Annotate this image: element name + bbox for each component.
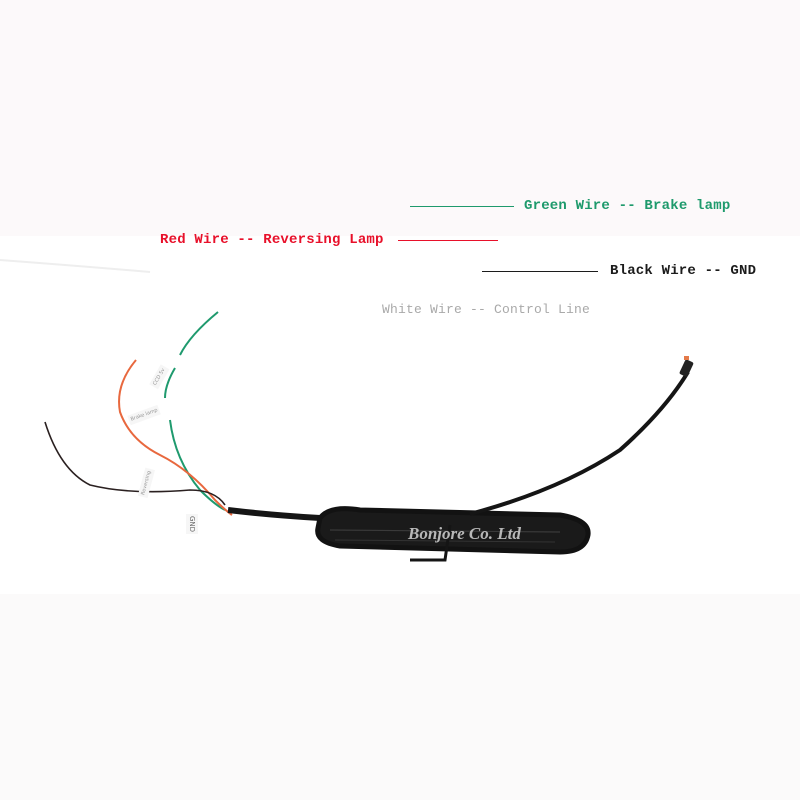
main-cable — [227, 507, 321, 521]
connector-cable — [469, 370, 690, 516]
red-wire-label: Red Wire -- Reversing Lamp — [160, 232, 498, 248]
top-background — [0, 0, 800, 236]
black-wire-label: Black Wire -- GND — [482, 263, 756, 279]
black-wire — [44, 421, 226, 506]
white-wire-label: White Wire -- Control Line — [382, 302, 590, 317]
red-wire-text: Red Wire -- Reversing Lamp — [160, 232, 384, 248]
green-leader-line — [410, 205, 514, 207]
cable-coil — [315, 506, 591, 555]
green-wire-label: Green Wire -- Brake lamp — [410, 198, 730, 214]
red-wire — [118, 359, 233, 516]
green-wire-text: Green Wire -- Brake lamp — [524, 198, 731, 214]
bottom-background — [0, 594, 800, 800]
black-leader-line — [482, 270, 598, 272]
white-wire-text: White Wire -- Control Line — [382, 302, 591, 317]
connector-plug — [679, 359, 694, 377]
red-leader-line — [397, 239, 498, 241]
wire-tag-gnd: GND — [186, 513, 199, 535]
black-wire-text: Black Wire -- GND — [610, 263, 757, 279]
watermark: Bonjore Co. Ltd — [408, 524, 521, 543]
